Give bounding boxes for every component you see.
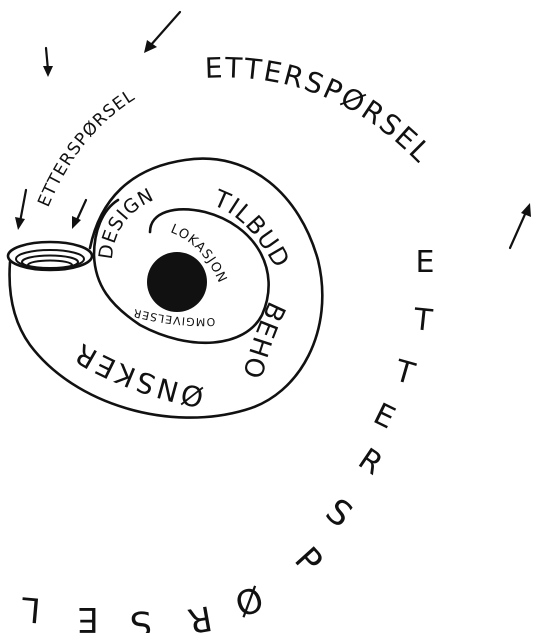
label-onsker: ØNSKER bbox=[67, 335, 206, 413]
spiral-letter: E bbox=[416, 245, 435, 280]
label-design: DESIGN bbox=[95, 184, 158, 261]
spiral-letter: E bbox=[77, 599, 98, 633]
arrow-left-1-icon bbox=[15, 190, 26, 230]
spiral-letter: T bbox=[390, 353, 419, 392]
label-tilbud: TILBUD bbox=[209, 184, 296, 273]
spiral-letter: Ø bbox=[229, 577, 268, 624]
spiral-letter: E bbox=[368, 397, 400, 437]
label-outer-bottom: SPØRSEL bbox=[20, 491, 360, 633]
arrow-top-left-icon bbox=[43, 48, 53, 77]
core-dot bbox=[147, 252, 207, 312]
label-outer-right: ETTER bbox=[352, 245, 435, 482]
spiral-letter: S bbox=[318, 491, 360, 536]
spiral-letter: S bbox=[128, 602, 153, 633]
spiral-letter: R bbox=[185, 597, 215, 633]
spiral-letter: R bbox=[352, 442, 389, 483]
spiral-letter: P bbox=[286, 540, 329, 582]
label-outer-left: ETTERSPØRSEL bbox=[34, 86, 139, 210]
arrow-right-up-icon bbox=[510, 203, 531, 248]
label-outer-top: ETTERSPØRSEL bbox=[204, 51, 438, 169]
spiral-letter: L bbox=[20, 588, 42, 630]
spiral-letter: T bbox=[411, 302, 435, 339]
arrow-left-2-icon bbox=[72, 200, 86, 229]
arrow-top-center-icon bbox=[144, 12, 180, 53]
